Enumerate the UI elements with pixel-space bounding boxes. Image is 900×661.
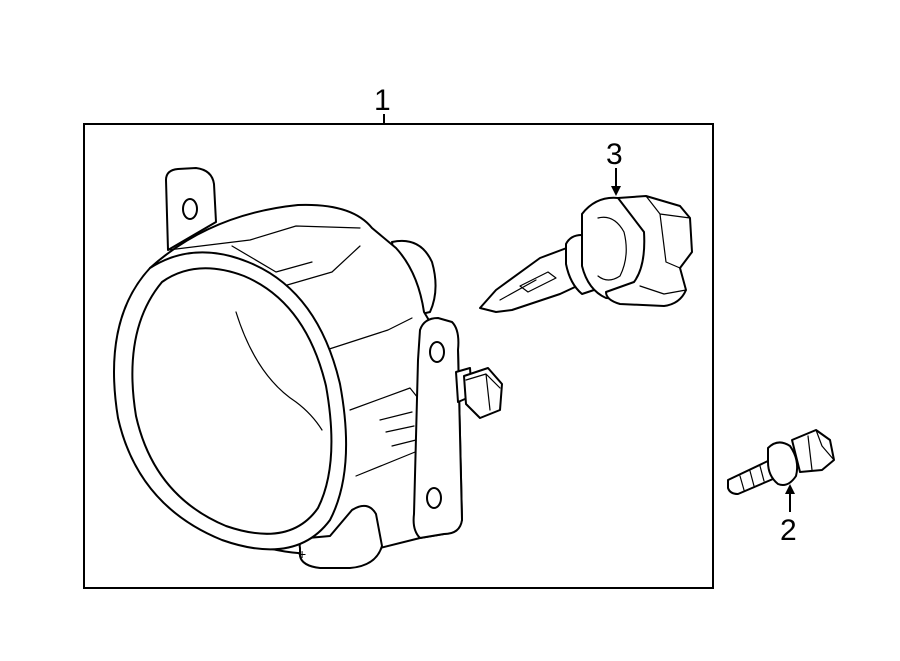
screw-flange — [767, 441, 799, 486]
housing-contour-1 — [167, 225, 361, 251]
callout-3-label: 3 — [606, 138, 623, 171]
lens-reflection — [235, 311, 323, 431]
screw-thread-3 — [759, 465, 765, 482]
bulb[interactable] — [479, 195, 693, 313]
plus-terminal-symbol: + — [298, 546, 306, 562]
bulb-connector-edge-1 — [645, 195, 691, 269]
screw-thread-1 — [739, 475, 745, 491]
top-bracket-hole — [182, 198, 198, 220]
housing-contour-3 — [269, 245, 361, 291]
housing-contour-2 — [231, 245, 313, 273]
housing-rib-3 — [391, 439, 417, 447]
fog-lamp-assembly[interactable]: + — [113, 167, 503, 569]
adjusting-screw[interactable] — [727, 429, 835, 495]
bulb-flange-ring — [597, 216, 627, 281]
assembly-frame — [83, 123, 714, 589]
housing-rib-1 — [379, 411, 413, 421]
screw-thread-2 — [749, 470, 755, 487]
bulb-glass-highlight — [499, 279, 537, 301]
callout-2-label: 2 — [780, 514, 797, 547]
lens-outer-ring — [113, 251, 348, 551]
screw-hex-head — [791, 429, 835, 473]
side-bracket-hole-upper — [429, 341, 445, 363]
adjuster-hex-edge — [465, 373, 501, 411]
callout-2[interactable]: 2 — [780, 484, 797, 547]
callout-2-arrow — [785, 484, 795, 494]
callout-3[interactable]: 3 — [606, 138, 623, 196]
screw-hex-edge — [807, 429, 835, 471]
callout-3-arrow — [611, 186, 621, 196]
callout-1[interactable]: 1 — [374, 84, 391, 124]
housing-rib-2 — [385, 425, 415, 433]
bulb-connector-edge-2 — [639, 285, 687, 295]
bulb-filament — [519, 271, 557, 293]
top-mounting-bracket — [165, 167, 217, 251]
lens-inner-ring — [131, 267, 333, 535]
side-mounting-bracket — [412, 317, 463, 539]
side-bracket-hole-lower — [426, 487, 442, 509]
callout-1-label: 1 — [374, 84, 391, 117]
